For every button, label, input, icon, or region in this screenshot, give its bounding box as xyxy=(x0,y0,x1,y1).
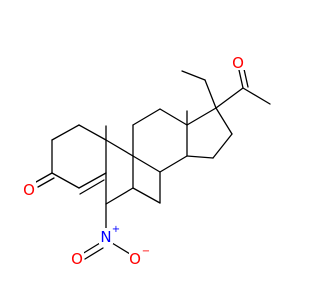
molecule-structure: O O N + O O − xyxy=(23,54,271,268)
nitro-nitrogen-charge: + xyxy=(112,224,120,235)
nitro-nitrogen-label: N xyxy=(100,228,111,246)
ethyl-bonds xyxy=(181,70,217,109)
ring-a-bonds xyxy=(51,124,107,195)
c3-oxygen-atom: O xyxy=(23,181,36,199)
nitro-oxygen-left-label: O xyxy=(71,250,83,268)
c3-ketone-bond xyxy=(35,172,55,188)
nitro-nitrogen-atom: N + xyxy=(99,224,120,246)
nitro-bonds xyxy=(81,203,131,260)
molecule-svg: O O N + O O − xyxy=(23,54,271,268)
acetyl-oxygen-atom: O xyxy=(232,54,245,72)
acetyl-bonds xyxy=(215,68,271,109)
ring-b-bonds xyxy=(105,139,134,205)
nitro-oxygen-left-atom: O xyxy=(71,250,84,268)
acetyl-oxygen-label: O xyxy=(232,54,244,72)
nitro-oxygen-right-label: O xyxy=(129,250,141,268)
nitro-oxygen-right-atom: O − xyxy=(129,246,150,268)
nitro-oxygen-right-charge: − xyxy=(142,246,150,257)
ring-d-bonds xyxy=(186,107,233,159)
ring-c-bonds xyxy=(132,108,188,204)
c3-oxygen-label: O xyxy=(23,181,35,199)
